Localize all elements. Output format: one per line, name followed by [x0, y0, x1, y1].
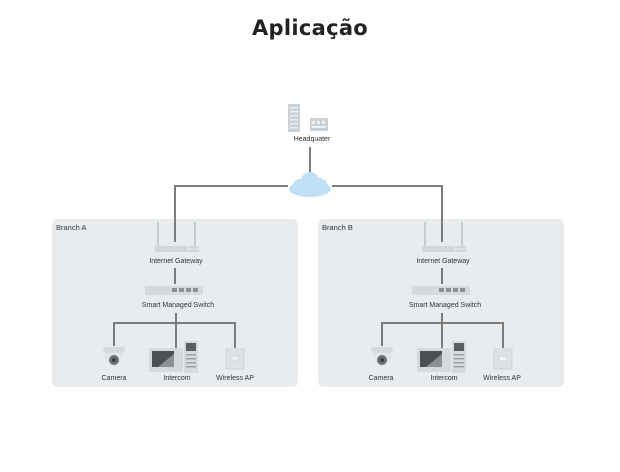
branch-a-intercom-link — [175, 313, 177, 348]
branch-a-gw-switch-link — [174, 268, 176, 284]
branch-a-label: Branch A — [56, 223, 87, 232]
branch-a-gateway-label: Internet Gateway — [149, 258, 203, 265]
branch-b-gw-switch-link — [441, 268, 443, 284]
headquarter-building-icon — [288, 104, 328, 132]
branch-a-router-icon — [155, 222, 199, 252]
branch-b-wireless-ap-icon — [493, 348, 513, 370]
cloud-link-b — [332, 185, 442, 187]
branch-b-intercom-icon — [417, 341, 466, 373]
branch-b-gateway-label: Internet Gateway — [416, 258, 470, 265]
branch-b-camera-icon — [371, 347, 393, 366]
branch-b-switch-label: Smart Managed Switch — [408, 302, 482, 309]
branch-a-ap-link — [234, 322, 236, 348]
branch-b-intercom-label: Intercom — [430, 375, 458, 382]
cloud-icon — [289, 172, 331, 197]
branch-a-camera-label: Camera — [101, 375, 127, 382]
branch-a-switch-icon — [145, 286, 203, 295]
hq-link — [309, 147, 311, 173]
cloud-link-a — [174, 185, 288, 187]
branch-b-wireless-ap-label: Wireless AP — [483, 375, 521, 382]
branch-b-ap-link — [502, 322, 504, 348]
branch-b-device-bus — [381, 322, 503, 324]
branch-a-intercom-icon — [149, 341, 198, 373]
branch-b-camera-link — [381, 322, 383, 346]
branch-b-router-icon — [422, 222, 466, 252]
branch-b-uplink — [441, 185, 443, 242]
branch-a-intercom-label: Intercom — [163, 375, 191, 382]
page-title: Aplicação — [251, 16, 369, 40]
branch-b-intercom-link — [441, 313, 443, 348]
branch-a-camera-link — [113, 322, 115, 346]
branch-a-camera-icon — [103, 347, 125, 366]
branch-a-switch-label: Smart Managed Switch — [141, 302, 215, 309]
branch-b-switch-icon — [412, 286, 470, 295]
branch-b-camera-label: Camera — [368, 375, 394, 382]
branch-a-wireless-ap-label: Wireless AP — [216, 375, 254, 382]
branch-a-wireless-ap-icon — [225, 348, 245, 370]
headquarter-label: Headquater — [293, 136, 331, 143]
branch-a-device-bus — [113, 322, 235, 324]
branch-b-label: Branch B — [322, 223, 353, 232]
branch-a-uplink — [174, 185, 176, 242]
